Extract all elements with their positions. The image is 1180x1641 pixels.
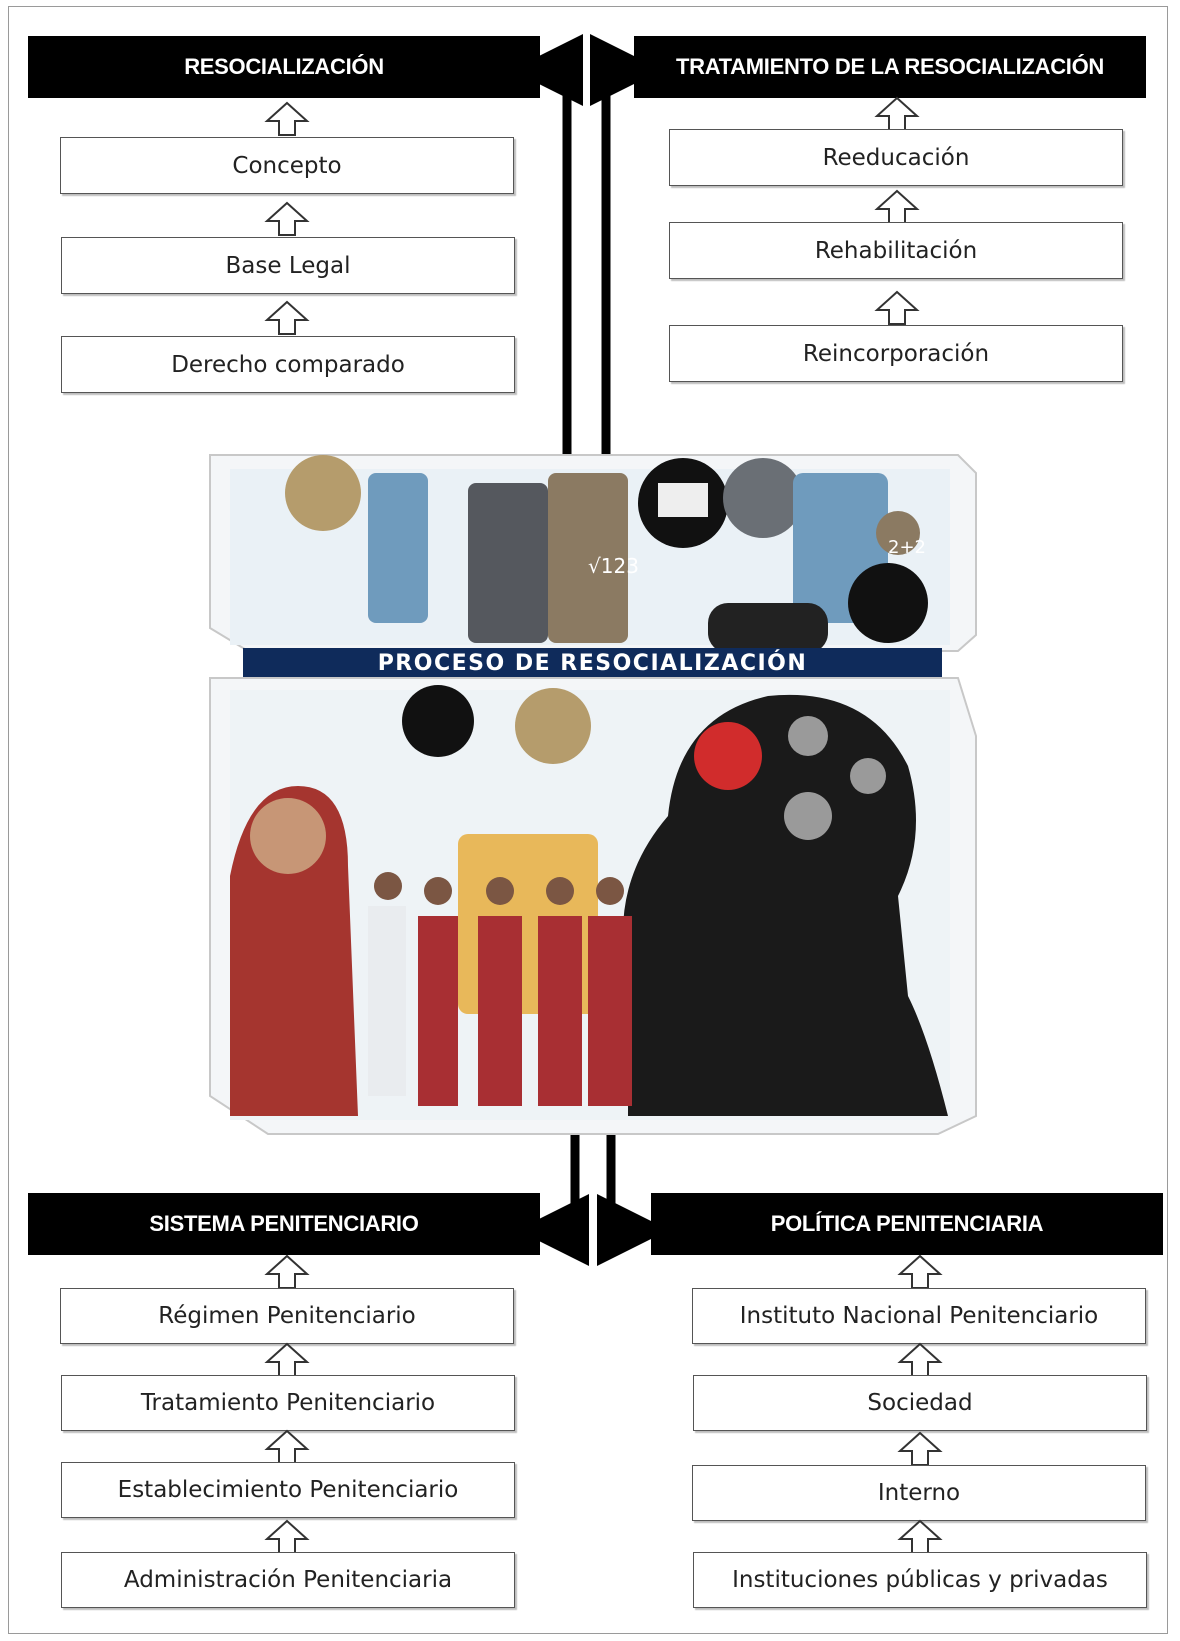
prison-resocialization-illustration — [209, 677, 977, 1135]
header-sistema-penitenciario: SISTEMA PENITENCIARIO — [28, 1193, 540, 1255]
box-sociedad: Sociedad — [693, 1375, 1147, 1431]
up-arrow-icon — [874, 96, 920, 131]
box-reeducacion: Reeducación — [669, 129, 1123, 186]
up-arrow-icon — [874, 189, 920, 224]
box-reincorporacion: Reincorporación — [669, 325, 1123, 382]
up-arrow-icon — [264, 1342, 310, 1377]
center-title-band: PROCESO DE RESOCIALIZACIÓN — [243, 648, 942, 679]
up-arrow-icon — [897, 1519, 943, 1554]
connector-to-politica — [597, 1130, 669, 1266]
up-arrow-icon — [264, 1519, 310, 1554]
up-arrow-icon — [897, 1342, 943, 1377]
connector-to-sistema — [517, 1130, 589, 1266]
header-politica-penitenciaria: POLÍTICA PENITENCIARIA — [651, 1193, 1163, 1255]
box-derecho-comparado: Derecho comparado — [61, 336, 515, 393]
box-establecimiento-penitenciario: Establecimiento Penitenciario — [61, 1462, 515, 1518]
diagram-frame — [8, 6, 1168, 1634]
up-arrow-icon — [897, 1254, 943, 1289]
box-interno: Interno — [692, 1465, 1146, 1521]
up-arrow-icon — [897, 1431, 943, 1466]
up-arrow-icon — [264, 1254, 310, 1289]
box-instituciones-publicas-privadas: Instituciones públicas y privadas — [693, 1552, 1147, 1608]
box-administracion-penitenciaria: Administración Penitenciaria — [61, 1552, 515, 1608]
up-arrow-icon — [264, 1429, 310, 1464]
svg-text:2+2: 2+2 — [888, 537, 926, 558]
connector-to-tratamiento — [590, 34, 662, 455]
box-tratamiento-penitenciario: Tratamiento Penitenciario — [61, 1375, 515, 1431]
header-resocializacion: RESOCIALIZACIÓN — [28, 36, 540, 98]
box-concepto: Concepto — [60, 137, 514, 194]
up-arrow-icon — [874, 290, 920, 325]
box-rehabilitacion: Rehabilitación — [669, 222, 1123, 279]
connector-to-resocializacion — [511, 34, 583, 455]
up-arrow-icon — [264, 300, 310, 335]
header-tratamiento: TRATAMIENTO DE LA RESOCIALIZACIÓN — [634, 36, 1146, 98]
box-instituto-nacional-penitenciario: Instituto Nacional Penitenciario — [692, 1288, 1146, 1344]
box-regimen-penitenciario: Régimen Penitenciario — [60, 1288, 514, 1344]
education-icons-illustration: √123 2+2 — [209, 454, 977, 653]
up-arrow-icon — [264, 201, 310, 236]
svg-text:√123: √123 — [588, 554, 639, 578]
box-base-legal: Base Legal — [61, 237, 515, 294]
up-arrow-icon — [264, 101, 310, 136]
